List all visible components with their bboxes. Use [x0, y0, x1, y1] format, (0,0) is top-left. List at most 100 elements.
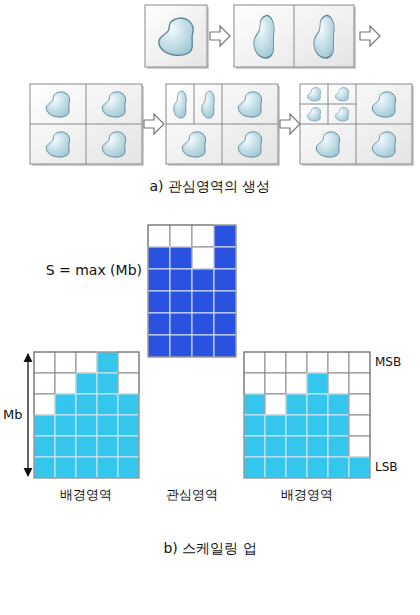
bit-cell-filled — [148, 313, 170, 335]
region-blob — [159, 18, 193, 55]
bit-cell-filled — [148, 291, 170, 313]
bit-cell-empty — [34, 352, 55, 373]
region-blob — [314, 16, 334, 58]
height-arrow — [27, 354, 28, 476]
bit-cell-empty — [349, 394, 370, 415]
region-blob — [316, 132, 339, 157]
bit-cell-filled — [170, 313, 192, 335]
bit-cell-empty — [34, 394, 55, 415]
bit-cell-filled — [328, 436, 349, 457]
region-blob — [238, 132, 261, 157]
divider-line — [300, 124, 412, 125]
bit-cell-empty — [244, 373, 265, 394]
bit-cell-filled — [34, 415, 55, 436]
bit-cell-empty — [170, 225, 192, 247]
region-label: 배경영역 — [60, 487, 112, 503]
bit-cell-filled — [76, 394, 97, 415]
bit-cell-filled — [97, 394, 118, 415]
bit-cell-empty — [265, 373, 286, 394]
bit-cell-filled — [192, 291, 214, 313]
step-arrow — [144, 114, 164, 134]
bit-cell-filled — [214, 269, 236, 291]
bit-cell-filled — [170, 335, 192, 357]
bit-cell-filled — [328, 457, 349, 478]
bit-cell-filled — [214, 335, 236, 357]
bit-cell-filled — [214, 291, 236, 313]
bit-cell-filled — [244, 436, 265, 457]
bit-cell-filled — [118, 415, 139, 436]
bit-cell-empty — [286, 352, 307, 373]
bit-cell-filled — [76, 457, 97, 478]
bit-cell-filled — [286, 394, 307, 415]
region-blob — [335, 88, 348, 102]
divider-line — [300, 104, 356, 105]
step-arrow — [280, 114, 300, 134]
step-arrow — [360, 26, 380, 46]
bit-cell-filled — [307, 436, 328, 457]
bit-cell-filled — [76, 436, 97, 457]
bit-cell-filled — [349, 457, 370, 478]
bit-cell-empty — [192, 247, 214, 269]
region-label: 관심영역 — [166, 487, 218, 503]
image-box — [300, 84, 412, 164]
bit-cell-empty — [349, 373, 370, 394]
bit-cell-empty — [307, 352, 328, 373]
image-box — [234, 5, 354, 67]
bit-cell-filled — [244, 394, 265, 415]
bit-cell-filled — [118, 457, 139, 478]
image-box — [145, 5, 207, 67]
bit-grid-frame — [244, 352, 370, 478]
bit-grid-frame — [148, 225, 236, 357]
region-blob — [372, 92, 395, 117]
bit-cell-filled — [55, 394, 76, 415]
bit-cell-filled — [34, 457, 55, 478]
bit-cell-filled — [55, 415, 76, 436]
region-blob — [307, 108, 320, 122]
bit-cell-filled — [97, 436, 118, 457]
region-blob — [238, 92, 261, 117]
bit-cell-empty — [328, 352, 349, 373]
bit-cell-filled — [55, 457, 76, 478]
bit-cell-filled — [192, 269, 214, 291]
bit-cell-empty — [265, 394, 286, 415]
bit-cell-filled — [214, 313, 236, 335]
bit-cell-filled — [307, 373, 328, 394]
region-blob — [102, 132, 125, 157]
bit-cell-empty — [118, 352, 139, 373]
region-blob — [46, 92, 69, 117]
bit-cell-empty — [328, 373, 349, 394]
bit-cell-filled — [97, 415, 118, 436]
bit-cell-empty — [76, 352, 97, 373]
region-label: 배경영역 — [281, 487, 333, 503]
region-blob — [254, 16, 274, 58]
divider-line — [294, 5, 295, 67]
bit-cell-empty — [34, 373, 55, 394]
image-box — [30, 84, 142, 164]
bit-cell-empty — [192, 225, 214, 247]
region-blob — [307, 88, 320, 102]
bit-cell-empty — [55, 352, 76, 373]
bit-cell-filled — [97, 373, 118, 394]
bit-cell-filled — [307, 394, 328, 415]
caption: a) 관심영역의 생성 — [150, 178, 271, 195]
bit-cell-filled — [170, 269, 192, 291]
bit-cell-empty — [55, 373, 76, 394]
region-blob — [46, 132, 69, 157]
step-arrow — [210, 26, 230, 46]
bit-cell-filled — [307, 457, 328, 478]
bit-cell-filled — [244, 457, 265, 478]
bit-cell-filled — [76, 415, 97, 436]
bit-cell-filled — [118, 436, 139, 457]
bit-cell-filled — [118, 394, 139, 415]
bit-cell-filled — [265, 457, 286, 478]
bit-cell-filled — [244, 415, 265, 436]
bit-cell-filled — [214, 247, 236, 269]
region-blob — [102, 92, 125, 117]
bit-cell-filled — [170, 291, 192, 313]
region-blob — [182, 132, 205, 157]
bit-cell-filled — [192, 335, 214, 357]
bit-cell-filled — [307, 415, 328, 436]
bit-cell-filled — [148, 269, 170, 291]
bit-cell-filled — [328, 394, 349, 415]
